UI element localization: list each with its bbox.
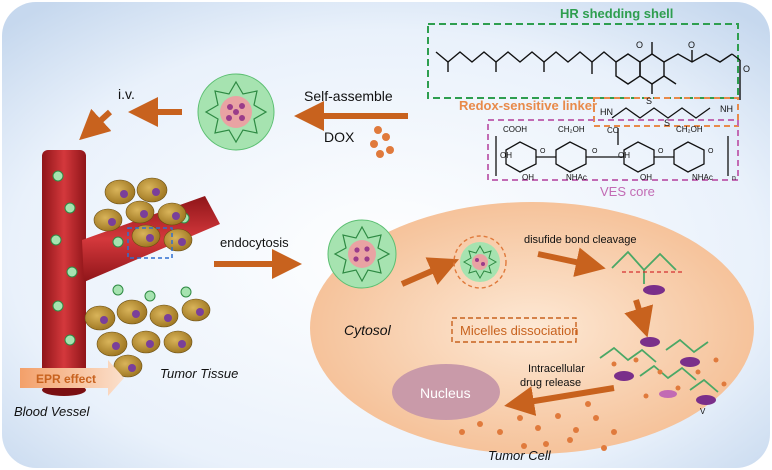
svg-text:OH: OH xyxy=(500,151,512,160)
micelle-top xyxy=(197,73,275,151)
svg-text:NHAc: NHAc xyxy=(566,173,587,182)
arrow-to-dissociating xyxy=(400,257,460,287)
released-dox xyxy=(459,401,617,451)
svg-text:O: O xyxy=(743,64,750,74)
epr-effect-arrow: EPR effect xyxy=(20,360,124,396)
zoom-box xyxy=(127,227,173,259)
svg-text:S: S xyxy=(646,96,652,106)
micelles-dissociation-box xyxy=(451,317,577,343)
sugar-ring-3 xyxy=(623,141,655,173)
svg-text:V: V xyxy=(700,407,706,416)
svg-text:OH: OH xyxy=(618,151,630,160)
svg-text:O: O xyxy=(708,148,714,155)
svg-text:O: O xyxy=(592,148,598,155)
svg-text:n: n xyxy=(732,175,736,182)
svg-text:CO: CO xyxy=(607,126,619,135)
svg-text:O: O xyxy=(636,40,643,50)
micelle-dissociating xyxy=(453,235,507,289)
nucleus-label: Nucleus xyxy=(420,385,471,401)
blood-vessel-label: Blood Vessel xyxy=(14,404,91,419)
sugar-ring-1 xyxy=(505,141,537,173)
self-assemble-label: Self-assemble xyxy=(304,88,393,104)
iv-arrow-diagonal xyxy=(79,108,113,141)
nucleus xyxy=(392,364,500,420)
succinate-chain xyxy=(663,53,733,63)
epr-effect-label: EPR effect xyxy=(36,372,96,386)
drug-release-arrow xyxy=(504,385,615,416)
tumor-tissue-label: Tumor Tissue xyxy=(160,366,238,381)
svg-text:O: O xyxy=(658,148,664,155)
sugar-ring-2 xyxy=(555,141,587,173)
svg-text:O: O xyxy=(688,40,695,50)
intracellular-release-label: Intracellular drug release xyxy=(520,363,588,389)
svg-text:CH₂OH: CH₂OH xyxy=(676,125,703,134)
hr-shell-box xyxy=(427,23,739,99)
disulfide-arrow xyxy=(537,247,606,277)
svg-text:O: O xyxy=(540,148,546,155)
linker-chain xyxy=(611,107,711,119)
svg-text:HN: HN xyxy=(600,107,613,117)
redox-linker-box xyxy=(593,97,739,127)
svg-text:S: S xyxy=(664,118,670,128)
chemical-structure: HR shedding shell O O O Redox-sensitive … xyxy=(427,6,750,199)
dox-label: DOX xyxy=(324,129,355,145)
dissociated-fragments: V xyxy=(599,337,727,416)
svg-text:OH: OH xyxy=(522,173,534,182)
ves-core-label: VES core xyxy=(600,184,655,199)
cleaved-fragment xyxy=(611,250,682,295)
arrow-to-fragments xyxy=(624,299,654,338)
ves-core-box xyxy=(487,119,739,181)
tumor-cell-label: Tumor Cell xyxy=(488,448,552,463)
hr-shell-label: HR shedding shell xyxy=(560,6,673,21)
cytosol-label: Cytosol xyxy=(344,322,392,338)
svg-text:COOH: COOH xyxy=(503,125,527,134)
sugar-ring-4 xyxy=(673,141,705,173)
svg-text:NHAc: NHAc xyxy=(692,173,713,182)
svg-text:OH: OH xyxy=(640,173,652,182)
svg-text:NH: NH xyxy=(720,104,733,114)
micelle-cytosol xyxy=(327,219,397,289)
disulfide-label: disufide bond cleavage xyxy=(524,234,637,246)
tumor-cells xyxy=(84,177,211,378)
phytyl-chain xyxy=(435,51,617,63)
iv-label: i.v. xyxy=(118,86,135,102)
dox-molecules xyxy=(370,126,394,158)
endocytosis-label: endocytosis xyxy=(220,235,289,250)
redox-linker-label: Redox-sensitive linker xyxy=(459,98,597,113)
micelles-dissociation-label: Micelles dissociation xyxy=(460,323,579,338)
svg-text:CH₂OH: CH₂OH xyxy=(558,125,585,134)
